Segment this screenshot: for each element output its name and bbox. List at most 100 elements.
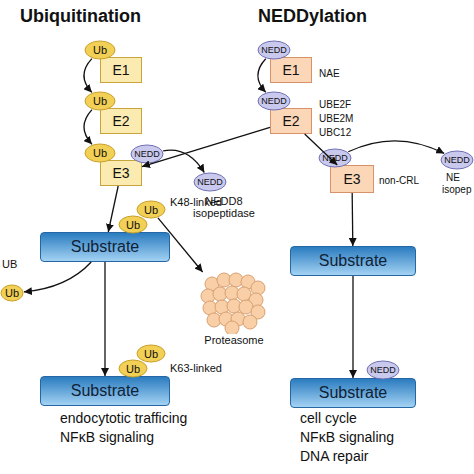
proteasome-illustration bbox=[198, 272, 270, 334]
ellipse-shape bbox=[137, 201, 165, 218]
substrate-label: Substrate bbox=[41, 377, 169, 405]
enzyme-label: E2 bbox=[101, 109, 141, 133]
arrow-connector bbox=[104, 262, 105, 376]
enzyme-name: non-CRL bbox=[379, 175, 419, 186]
arrow-connector bbox=[142, 127, 270, 166]
ubiquitin-ellipse: Ub bbox=[84, 91, 116, 111]
ellipse-shape bbox=[367, 361, 399, 379]
outcome-text: endocytotic trafficing bbox=[60, 410, 187, 426]
ubiquitin-ellipse: Ub bbox=[136, 200, 166, 219]
ellipse-shape bbox=[119, 216, 147, 233]
modifier-label: NEDD bbox=[257, 40, 291, 60]
modifier-label: Ub bbox=[118, 215, 148, 234]
proteasome-label: Proteasome bbox=[198, 334, 270, 346]
outcome-text: cell cycle bbox=[300, 410, 357, 426]
enzyme-name: NAE bbox=[319, 68, 340, 79]
arrow-connector bbox=[158, 218, 203, 272]
enzyme-box: E3 bbox=[100, 160, 142, 186]
ellipse-shape bbox=[137, 345, 165, 362]
enzyme-name: UBE2F bbox=[319, 99, 351, 110]
proteasome-subunit bbox=[225, 321, 239, 334]
nedd8-ellipse: NEDD bbox=[257, 40, 291, 60]
outcome-text: NFκB signaling bbox=[60, 429, 154, 445]
ubiquitin-ellipse: Ub bbox=[118, 359, 148, 378]
modifier-label: NEDD bbox=[318, 148, 352, 168]
ubiquitin-ellipse: Ub bbox=[118, 215, 148, 234]
nedd8-ellipse: NEDD bbox=[130, 144, 164, 164]
modifier-label: Ub bbox=[136, 344, 166, 363]
enzyme-label: E1 bbox=[101, 58, 141, 82]
ellipse-shape bbox=[1, 285, 23, 301]
substrate-box: Substrate bbox=[40, 232, 170, 262]
nedd8-ellipse: NEDD bbox=[318, 148, 352, 168]
substrate-box: Substrate bbox=[40, 376, 170, 406]
arrow-connector bbox=[352, 276, 353, 378]
section-title: Ubiquitination bbox=[20, 6, 141, 27]
enzyme-name: UBC12 bbox=[319, 127, 351, 138]
proteasome-cluster: Proteasome bbox=[198, 272, 270, 348]
proteasome-subunit bbox=[243, 315, 257, 329]
ellipse-shape bbox=[85, 144, 115, 162]
arrow-connector bbox=[305, 134, 338, 165]
arrow-connector bbox=[352, 193, 354, 246]
modifier-label: Ub bbox=[84, 40, 116, 60]
enzyme-box: E1NAE bbox=[270, 57, 312, 83]
substrate-box: Substrate bbox=[290, 378, 416, 408]
cut-label: isopep bbox=[442, 184, 471, 195]
arrow-connector bbox=[84, 59, 92, 93]
cut-label: NE bbox=[446, 172, 460, 183]
ubiquitin-ellipse: Ub bbox=[0, 284, 24, 302]
nedd8-ellipse: NEDD bbox=[193, 172, 227, 192]
modifier-label: NEDD bbox=[366, 360, 400, 380]
substrate-label: Substrate bbox=[41, 233, 169, 261]
ellipse-shape bbox=[85, 92, 115, 110]
enzyme-label: E3 bbox=[331, 166, 373, 192]
arrow-connector bbox=[24, 262, 91, 292]
enzyme-box: E2 bbox=[100, 108, 142, 134]
ellipse-shape bbox=[319, 149, 351, 167]
arrow-connector bbox=[163, 150, 204, 172]
chain-type: K48-linked bbox=[170, 196, 222, 208]
ellipse-shape bbox=[131, 145, 163, 163]
chain-type: K63-linked bbox=[170, 362, 222, 374]
modifier-label: NEDD bbox=[257, 91, 291, 111]
enzyme-label: E1 bbox=[271, 58, 311, 82]
modifier-label: Ub bbox=[118, 359, 148, 378]
ellipse-shape bbox=[441, 151, 473, 169]
enzyme-box: E2UBE2FUBE2MUBC12 bbox=[270, 108, 312, 134]
ubiquitin-ellipse: Ub bbox=[84, 40, 116, 60]
substrate-label: Substrate bbox=[291, 247, 415, 275]
enzyme-box: E1 bbox=[100, 57, 142, 83]
modifier-label: NEDD bbox=[440, 150, 474, 170]
arrow-connector bbox=[108, 186, 118, 232]
enzyme-name: UBE2M bbox=[319, 113, 353, 124]
modifier-label: Ub bbox=[84, 143, 116, 163]
arrow-connector bbox=[258, 59, 266, 93]
ubiquitin-ellipse: Ub bbox=[136, 344, 166, 363]
ellipse-shape bbox=[194, 173, 226, 191]
modifier-label: NEDD bbox=[130, 144, 164, 164]
cut-label: UB bbox=[2, 258, 17, 270]
ellipse-shape bbox=[119, 360, 147, 377]
substrate-box: Substrate bbox=[290, 246, 416, 276]
arrow-connector bbox=[348, 141, 444, 154]
nedd8-ellipse: NEDD bbox=[440, 150, 474, 170]
outcome-text: NFκB signaling bbox=[300, 429, 394, 445]
outcome-text: DNA repair bbox=[300, 448, 368, 464]
ellipse-shape bbox=[85, 41, 115, 59]
enzyme-label: E2 bbox=[271, 109, 311, 133]
arrow-connector bbox=[84, 110, 92, 145]
modifier-label: Ub bbox=[84, 91, 116, 111]
section-title: NEDDylation bbox=[258, 6, 367, 27]
substrate-label: Substrate bbox=[291, 379, 415, 407]
ellipse-shape bbox=[258, 92, 290, 110]
modifier-label: Ub bbox=[0, 284, 24, 302]
ubiquitin-ellipse: Ub bbox=[84, 143, 116, 163]
enzyme-box: E3non-CRL bbox=[330, 165, 374, 193]
modifier-label: Ub bbox=[136, 200, 166, 219]
enzyme-label: E3 bbox=[101, 161, 141, 185]
modifier-label: NEDD bbox=[193, 172, 227, 192]
nedd8-ellipse: NEDD bbox=[257, 91, 291, 111]
